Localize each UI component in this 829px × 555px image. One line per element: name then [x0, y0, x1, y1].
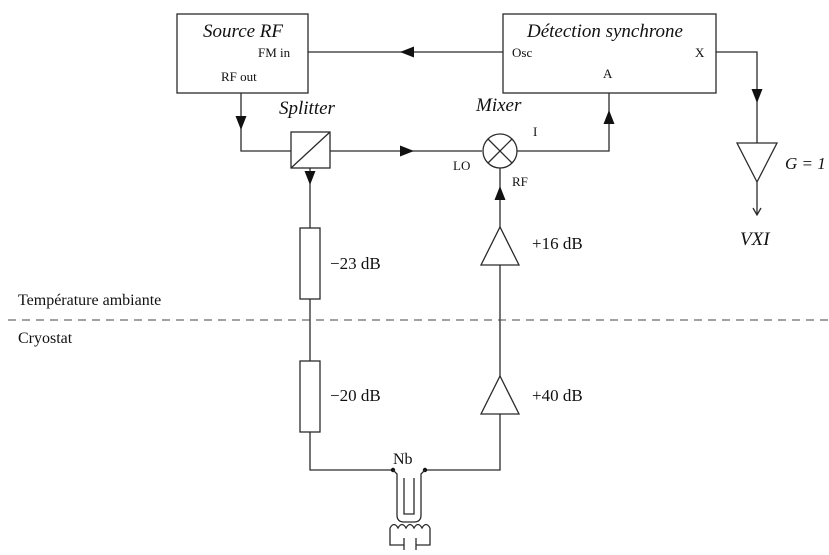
- nb-loop-outer: [392, 469, 426, 523]
- if-arrow-icon: [603, 110, 615, 124]
- left-sample-wire: [309, 432, 393, 471]
- rf-out-arrow-icon: [235, 116, 247, 130]
- mixer-i-port: I: [533, 124, 537, 139]
- right-sample-wire: [425, 414, 501, 471]
- amplifier-bottom: +40 dB: [479, 374, 583, 415]
- attenuator-top-box: [299, 227, 321, 300]
- nb-sample: Nb: [389, 451, 431, 550]
- room-temperature-label: Température ambiante: [18, 292, 161, 309]
- amplifier-bottom-triangle-icon: [479, 374, 521, 415]
- attenuator-bottom: −20 dB: [299, 360, 381, 433]
- amplifier-top: +16 dB: [479, 225, 583, 266]
- buffer-out-arrow-icon: [752, 207, 762, 217]
- vxi-label: VXI: [740, 229, 771, 250]
- source-rf-box: [176, 13, 309, 94]
- mixer-lo-port: LO: [453, 158, 470, 173]
- amplifier-top-triangle-icon: [479, 225, 521, 266]
- nb-label: Nb: [393, 451, 413, 468]
- rf-return-line: [494, 168, 506, 227]
- attenuator-top-label: −23 dB: [330, 254, 381, 273]
- attenuator-top: −23 dB: [299, 227, 381, 300]
- detection-a-port: A: [603, 66, 613, 81]
- detection-box: [502, 13, 717, 94]
- detection-x-port: X: [695, 45, 705, 60]
- nb-loop-inner: [403, 478, 415, 515]
- buffer-triangle-icon: [735, 142, 779, 184]
- x-output-line: [716, 51, 763, 143]
- cryostat-label: Cryostat: [18, 330, 73, 347]
- x-output-arrow-icon: [751, 89, 763, 103]
- lock-in-detection-block: Détection synchrone Osc X A: [502, 13, 717, 94]
- lo-line: [330, 145, 482, 157]
- source-rf-block: Source RF FM in RF out: [176, 13, 309, 94]
- splitter-block: Splitter: [279, 98, 336, 169]
- source-rf-title: Source RF: [203, 21, 283, 42]
- modulation-line: [308, 46, 503, 58]
- buffer-gain-label: G = 1: [785, 154, 826, 173]
- mixer-rf-port: RF: [512, 174, 528, 189]
- amplifier-top-label: +16 dB: [532, 234, 583, 253]
- mixer-title: Mixer: [475, 95, 522, 116]
- attenuator-bottom-label: −20 dB: [330, 386, 381, 405]
- mixer-block: Mixer LO RF I: [453, 95, 537, 189]
- amplifier-bottom-label: +40 dB: [532, 386, 583, 405]
- splitter-down-line: [304, 168, 316, 228]
- splitter-down-arrow-icon: [304, 171, 316, 185]
- attenuator-bottom-box: [299, 360, 321, 433]
- detection-osc-port: Osc: [512, 45, 532, 60]
- splitter-diagonal: [290, 131, 331, 169]
- resonator-coil-icon: [389, 523, 431, 530]
- detection-title: Détection synchrone: [526, 21, 683, 42]
- source-rf-fm-in-port: FM in: [258, 45, 291, 60]
- modulation-arrow-icon: [400, 46, 414, 58]
- source-rf-rf-out-port: RF out: [221, 69, 257, 84]
- if-line: [517, 93, 615, 152]
- zone-separator: Température ambiante Cryostat: [8, 292, 829, 347]
- rf-out-line: [235, 93, 291, 152]
- lo-arrow-icon: [400, 145, 414, 157]
- rf-return-arrow-icon: [494, 186, 506, 200]
- splitter-title: Splitter: [279, 98, 336, 119]
- output-buffer: G = 1 VXI: [735, 142, 826, 250]
